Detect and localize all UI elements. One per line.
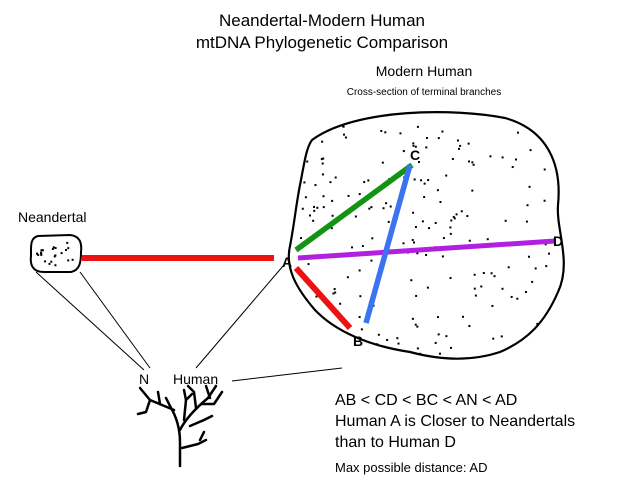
blob-dots (300, 125, 551, 355)
neandertal-dots (36, 241, 74, 267)
connector-nean-right (79, 271, 151, 369)
max-distance-note: Max possible distance: AD (335, 460, 487, 475)
neandertal-blob (29, 233, 83, 273)
connector-human-blob (231, 367, 343, 382)
modern-human-blob (287, 111, 565, 360)
point-label-c: C (410, 147, 420, 163)
title-line-1: Neandertal-Modern Human (219, 11, 425, 30)
modern-human-subtitle: Cross-section of terminal branches (347, 87, 502, 98)
title-line-2: mtDNA Phylogenetic Comparison (196, 33, 448, 52)
point-label-d: D (553, 233, 563, 249)
point-label-a: A (282, 254, 292, 270)
distance-line-bc (363, 164, 413, 324)
tree-label-human: Human (173, 371, 218, 387)
phylogenetic-tree-icon (136, 384, 224, 468)
tree-label-n: N (139, 371, 149, 387)
conclusion-line-2: than to Human D (335, 434, 456, 451)
inequality-note: AB < CD < BC < AN < AD (335, 392, 517, 409)
connector-human-modern (195, 265, 284, 369)
distance-line-ac (294, 162, 414, 253)
neandertal-label: Neandertal (18, 209, 87, 225)
distance-line-ab (293, 265, 353, 331)
connector-nean-left (35, 271, 145, 371)
point-label-b: B (353, 333, 363, 349)
distance-line-ad (297, 238, 556, 261)
conclusion-line-1: Human A is Closer to Neandertals (335, 413, 575, 430)
modern-human-title: Modern Human (376, 63, 473, 79)
